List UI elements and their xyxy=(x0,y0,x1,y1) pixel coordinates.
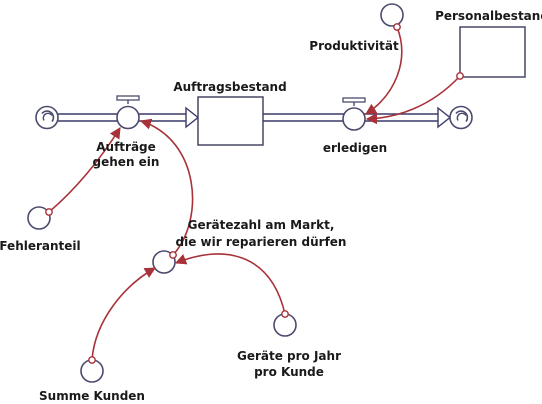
label-erledigen: erledigen xyxy=(323,141,387,155)
sink-cloud-icon xyxy=(449,105,473,130)
valve-erledigen-icon[interactable] xyxy=(342,97,366,131)
label-geraete-line1: Geräte pro Jahr xyxy=(237,349,341,363)
label-auftragsbestand: Auftragsbestand xyxy=(173,80,286,94)
stock-auftragsbestand[interactable] xyxy=(197,96,264,146)
label-personalbestand: Personalbestand xyxy=(435,9,542,23)
stock-personalbestand[interactable] xyxy=(459,26,526,78)
aux-fehleranteil[interactable] xyxy=(27,206,51,230)
label-auftraege-line1: Aufträge xyxy=(96,140,156,154)
link-geraete-geraetezahl xyxy=(174,253,286,315)
source-cloud-icon xyxy=(35,105,59,130)
label-auftraege-line2: gehen ein xyxy=(93,155,160,169)
aux-produktivitaet[interactable] xyxy=(380,3,404,27)
label-geraetezahl-line2: die wir reparieren dürfen xyxy=(176,235,347,249)
valve-auftraege-icon[interactable] xyxy=(116,95,140,130)
label-geraete-line2: pro Kunde xyxy=(254,365,324,379)
inflow-arrowhead xyxy=(185,106,200,129)
label-fehleranteil: Fehleranteil xyxy=(0,239,81,253)
causal-links xyxy=(48,26,461,361)
outflow-arrowhead xyxy=(437,106,452,129)
label-summe-kunden: Summe Kunden xyxy=(39,389,145,403)
link-produktivitaet-erledigen xyxy=(365,26,403,115)
label-geraetezahl-line1: Gerätezahl am Markt, xyxy=(188,218,335,232)
link-personalbestand-erledigen xyxy=(365,75,461,125)
link-origin-dots xyxy=(45,23,464,364)
link-geraetezahl-auftraege xyxy=(139,118,194,256)
label-produktivitaet: Produktivität xyxy=(309,39,399,53)
link-summekunden-geraetezahl xyxy=(91,267,156,361)
link-fehleranteil-auftraege xyxy=(48,127,121,213)
